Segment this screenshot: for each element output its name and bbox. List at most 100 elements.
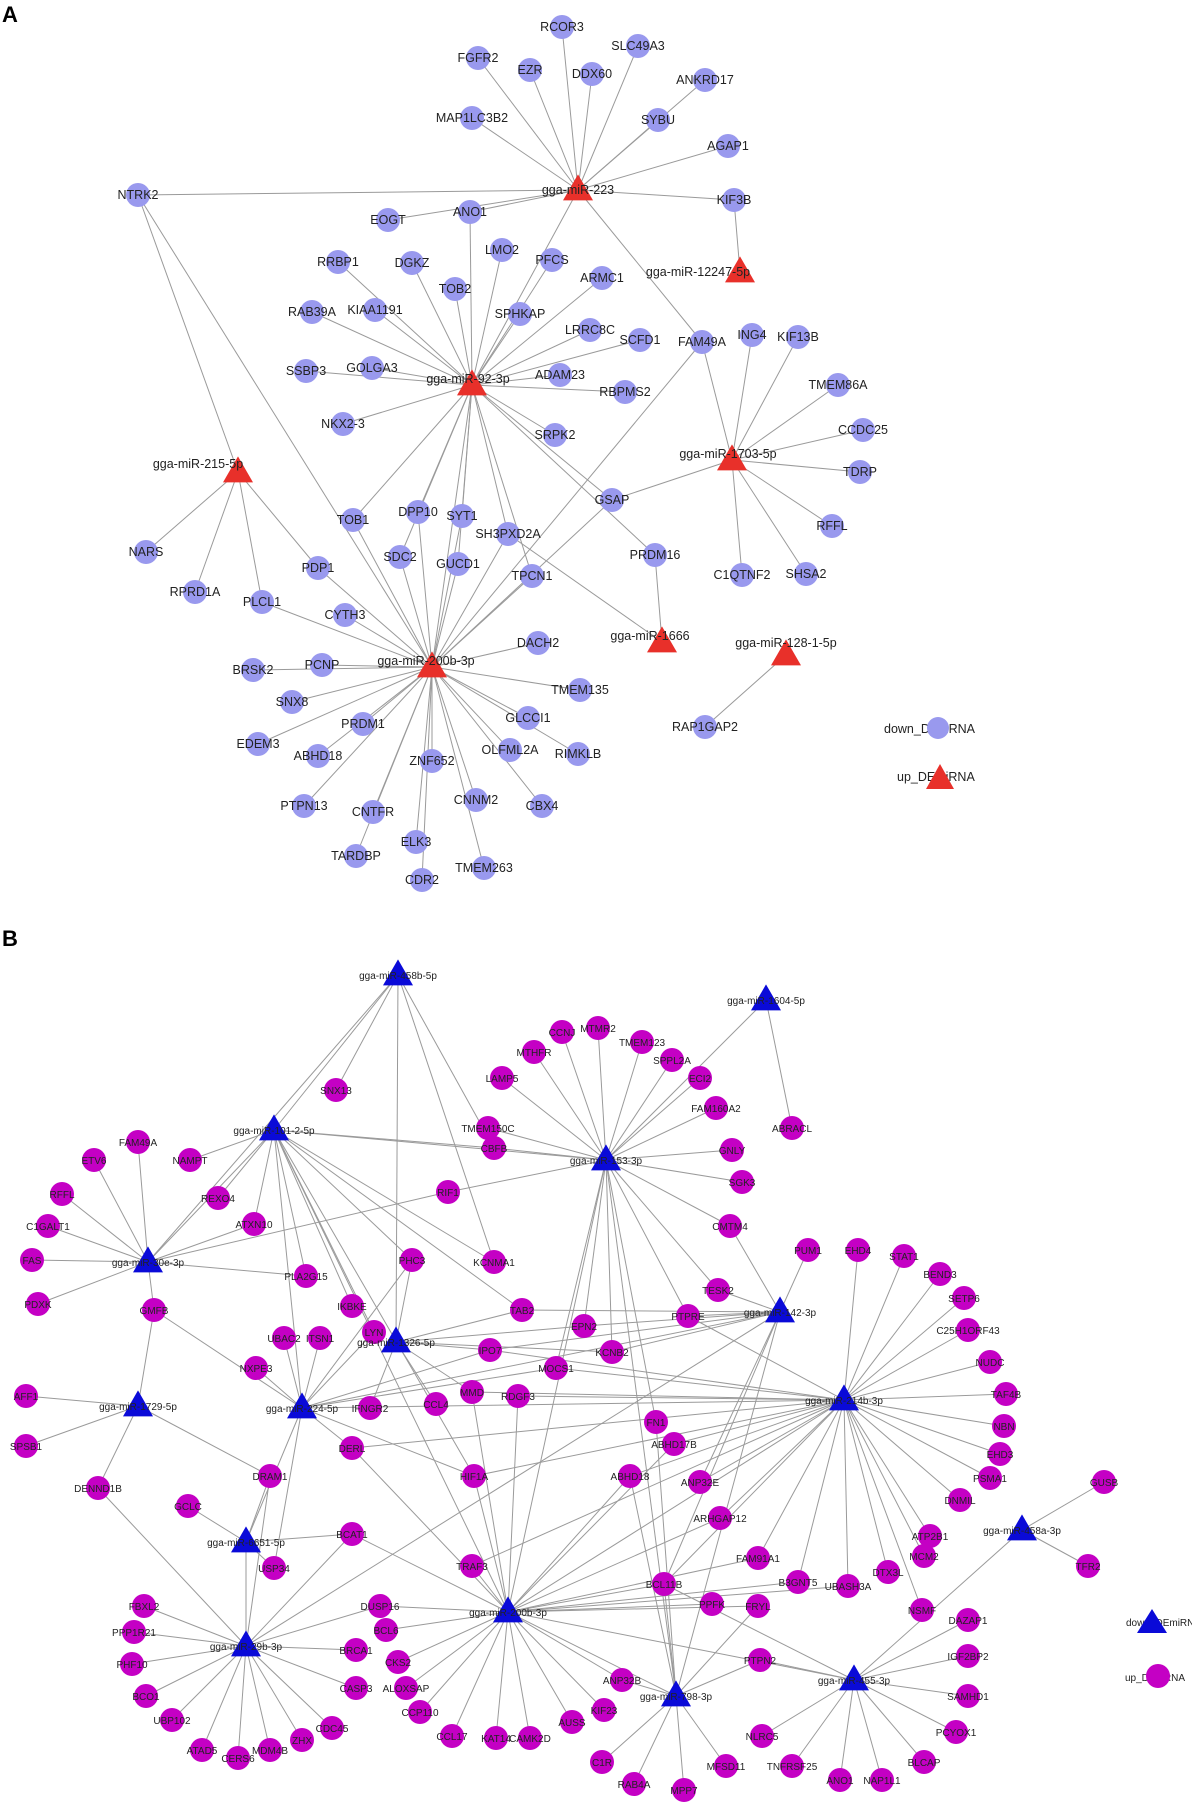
mrna-node-circle: [600, 1340, 624, 1364]
mrna-node-label: CDC45: [316, 1724, 349, 1735]
mirna-node-triangle: [417, 651, 447, 678]
mrna-node-label: PCYOX1: [936, 1728, 977, 1739]
mrna-node-map1lc3b2: MAP1LC3B2: [436, 106, 508, 130]
mrna-node-ppfk: PPFK: [699, 1592, 725, 1616]
mrna-node-srpk2: SRPK2: [535, 423, 576, 447]
mirna-node-triangle: [829, 1384, 859, 1411]
edge-gga-mir-200b-3p-gucd1: [431, 563, 459, 668]
mrna-node-circle: [408, 1700, 432, 1724]
edge-gga-mir-1326-5p-epn2: [395, 1325, 585, 1343]
mrna-node-label: ZNF652: [409, 754, 454, 768]
mrna-node-bcl6: BCL6: [373, 1618, 399, 1642]
mrna-node-label: ANP32B: [603, 1676, 642, 1687]
mrna-node-circle: [178, 1148, 202, 1172]
mrna-node-label: PTPN2: [744, 1656, 777, 1667]
mirna-node-label: gga-miR-215-5p: [153, 457, 243, 471]
mrna-node-circle: [566, 742, 590, 766]
mrna-node-label: RPRD1A: [170, 585, 221, 599]
edge-gga-mir-458b-5p-gga-mir-101-2-5p: [273, 974, 399, 1131]
edge-gga-mir-29b-3p-phf10: [131, 1645, 247, 1665]
edge-gga-mir-214b-3p-anp32e: [699, 1399, 845, 1483]
mrna-node-cbfb: CBFB: [481, 1136, 508, 1160]
edge-gga-mir-92-3p-gga-mir-223: [471, 189, 579, 386]
mrna-node-pdxk: PDXK: [24, 1292, 52, 1316]
edge-gga-mir-214b-3p-mmd: [471, 1391, 845, 1401]
mrna-node-circle: [644, 1410, 668, 1434]
mrna-node-label: ATXN10: [235, 1220, 272, 1231]
mrna-node-label: NLRC5: [746, 1732, 779, 1743]
mrna-node-label: CCNJ: [549, 1028, 576, 1039]
edge-gga-mir-29b-3p-mdm4b: [245, 1645, 271, 1751]
edge-gga-mir-214b-3p-derl: [351, 1399, 845, 1449]
edge-gga-mir-29b-3p-dram1: [245, 1475, 271, 1647]
mrna-node-circle: [388, 545, 412, 569]
edge-gga-mir-455-3p-samhd1: [853, 1679, 969, 1697]
mrna-node-circle: [730, 1170, 754, 1194]
edge-gga-mir-101-2-5p-nampt: [189, 1129, 275, 1161]
mrna-node-label: AGAP1: [707, 139, 749, 153]
mrna-node-fgfr2: FGFR2: [458, 46, 499, 70]
edge-gga-mir-455-3p-dazap1: [853, 1619, 969, 1681]
mrna-node-label: DACH2: [517, 636, 559, 650]
mrna-node-circle: [794, 562, 818, 586]
mrna-node-circle: [244, 1356, 268, 1380]
mrna-node-circle: [351, 712, 375, 736]
edge-gga-mir-200b-3p-rimklb: [431, 666, 579, 755]
edge-gga-mir-224-5p-gmfb: [153, 1309, 303, 1409]
mrna-node-circle: [242, 1212, 266, 1236]
mrna-node-circle: [646, 108, 670, 132]
mirna-node-gga-mir-12247-5p: gga-miR-12247-5p: [646, 256, 755, 283]
mrna-node-gsap: GSAP: [595, 488, 629, 512]
mrna-node-label: PRDM16: [630, 548, 681, 562]
edge-gga-mir-455-3p-blcap: [853, 1679, 925, 1763]
mrna-node-camk2d: CAMK2D: [509, 1726, 551, 1750]
mirna-node-label: gga-miR-101-2-5p: [233, 1126, 315, 1137]
mrna-node-label: EOGT: [370, 213, 406, 227]
mirna-node-triangle: [231, 1526, 261, 1553]
mrna-node-ikbke: IKBKE: [337, 1294, 367, 1318]
mrna-node-label: RBPMS2: [599, 385, 650, 399]
mrna-node-label: TMEM123: [619, 1038, 666, 1049]
mrna-node-label: KIF13B: [777, 330, 819, 344]
mrna-node-nampt: NAMPT: [173, 1148, 208, 1172]
mrna-node-label: GUSB: [1090, 1478, 1119, 1489]
edge-gga-mir-101-2-5p-kcnma1: [273, 1129, 495, 1263]
legend-b-down-triangle: [1137, 1609, 1167, 1633]
mirna-node-label: gga-miR-92-3p: [426, 372, 509, 386]
mirna-node-gga-mir-30e-3p: gga-miR-30e-3p: [112, 1246, 185, 1273]
mrna-node-circle: [476, 1116, 500, 1140]
mrna-node-pcnp: PCNP: [305, 653, 339, 677]
panel-a-edges: [137, 26, 864, 881]
edge-gga-mir-153-3p-lamp5: [501, 1077, 607, 1161]
mirna-node-gga-mir-1666: gga-miR-1666: [610, 626, 690, 653]
mrna-node-label: AFF1: [14, 1392, 39, 1403]
mrna-node-label: SNX8: [276, 695, 309, 709]
edge-gga-mir-200b-3p-tmem135: [431, 666, 581, 691]
mrna-node-label: ETV6: [81, 1156, 106, 1167]
mrna-node-fas: FAS: [20, 1248, 44, 1272]
mrna-node-ano1: ANO1: [826, 1768, 854, 1792]
mrna-node-label: MMD: [460, 1388, 484, 1399]
mrna-node-label: LMO2: [485, 243, 519, 257]
mrna-node-circle: [610, 1668, 634, 1692]
mrna-node-circle: [300, 300, 324, 324]
mirna-node-gga-mir-1703-5p: gga-miR-1703-5p: [679, 444, 777, 471]
edge-gga-mir-200b-3p-ntrk2: [137, 194, 433, 668]
edge-gga-mir-92-3p-lrrc8c: [471, 329, 591, 386]
mrna-node-cyth3: CYTH3: [325, 603, 366, 627]
mrna-node-label: KIF3B: [717, 193, 752, 207]
panel-letter-a: A: [2, 2, 18, 27]
mirna-node-label: gga-miR-1729-5p: [99, 1402, 177, 1413]
mrna-node-rcor3: RCOR3: [540, 15, 584, 39]
mirna-node-triangle: [259, 1114, 289, 1141]
mrna-node-ptpre: PTPRE: [671, 1304, 705, 1328]
mrna-node-circle: [918, 1524, 942, 1548]
mrna-node-label: NBN: [993, 1422, 1014, 1433]
edge-gga-mir-30e-3p-rffl: [61, 1193, 149, 1263]
mrna-node-circle: [662, 1432, 686, 1456]
mirna-node-label: gga-miR-200b-3p: [377, 654, 474, 668]
mrna-node-label: CKS2: [385, 1658, 412, 1669]
mrna-node-anp32e: ANP32E: [681, 1470, 720, 1494]
